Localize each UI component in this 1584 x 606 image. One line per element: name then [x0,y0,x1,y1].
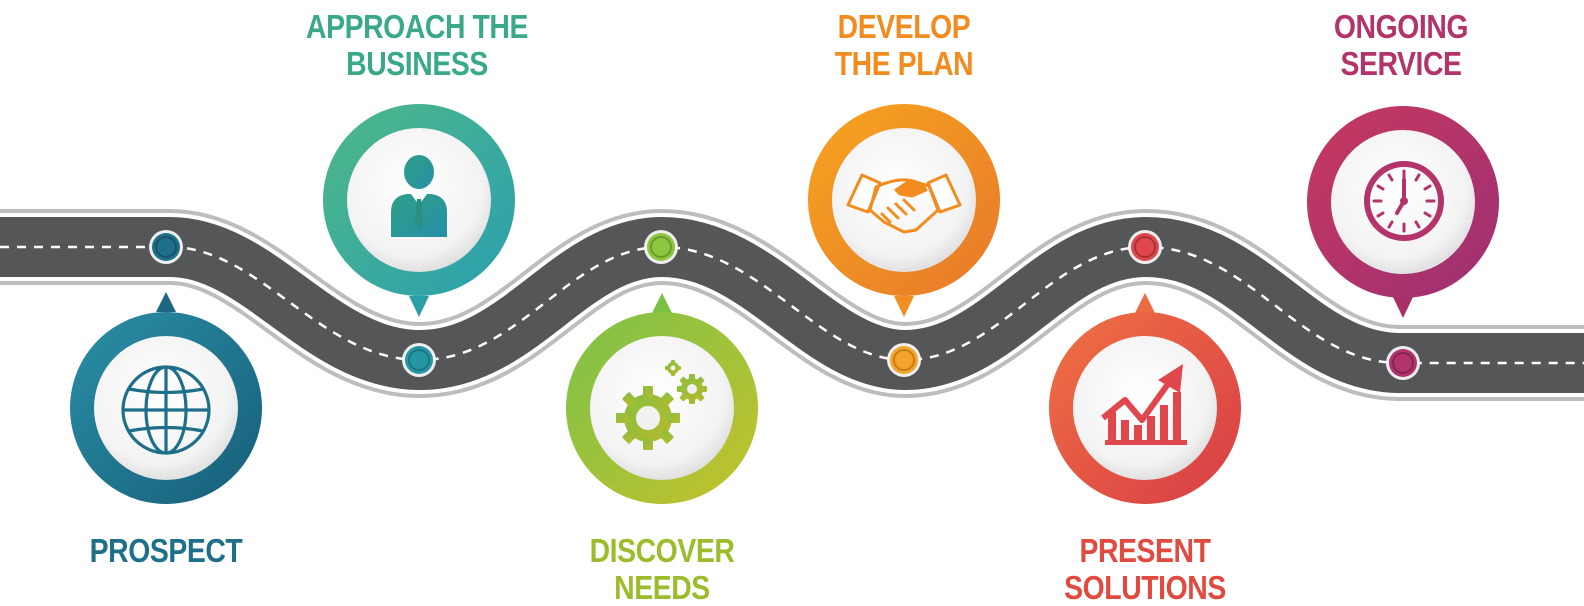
pin-prospect [70,292,262,504]
road-marker-develop [887,343,921,377]
step-label-present: PRESENT SOLUTIONS [1016,532,1274,606]
growth-chart-icon [1101,364,1187,445]
pin-ongoing [1307,106,1499,318]
pin-discover [566,293,758,504]
step-label-line: SERVICE [1340,45,1462,82]
road [0,208,1584,401]
step-label-approach: APPROACH THE BUSINESS [288,8,546,82]
road-marker-prospect [149,230,183,264]
pin-present [1049,293,1241,504]
road-marker-discover [644,230,678,264]
clock-icon [1364,161,1444,241]
step-label-ongoing: ONGOING SERVICE [1272,8,1530,82]
handshake-icon [846,173,962,234]
businessman-icon [391,155,447,237]
globe-icon [121,365,211,455]
gears-icon [616,360,707,450]
step-label-develop: DEVELOP THE PLAN [775,8,1033,82]
road-marker-approach [402,343,436,377]
step-label-line: PRESENT [1079,532,1211,569]
step-label-line: ONGOING [1333,8,1469,45]
pin-approach [323,104,515,317]
step-label-line: DEVELOP [837,8,971,45]
road-marker-present [1128,230,1162,264]
step-label-line: APPROACH THE [306,8,528,45]
step-label-line: SOLUTIONS [1064,569,1226,606]
step-label-discover: DISCOVER NEEDS [533,532,791,606]
step-label-line: BUSINESS [346,45,488,82]
step-label-line: THE PLAN [834,45,974,82]
step-label-line: DISCOVER [589,532,735,569]
step-label-line: NEEDS [614,569,710,606]
road-marker-ongoing [1386,346,1420,380]
step-label-line: PROSPECT [89,532,243,569]
road-center-line [0,245,1584,365]
road-markers [149,230,1420,380]
pin-develop [808,104,1000,317]
step-label-prospect: PROSPECT [37,532,295,569]
